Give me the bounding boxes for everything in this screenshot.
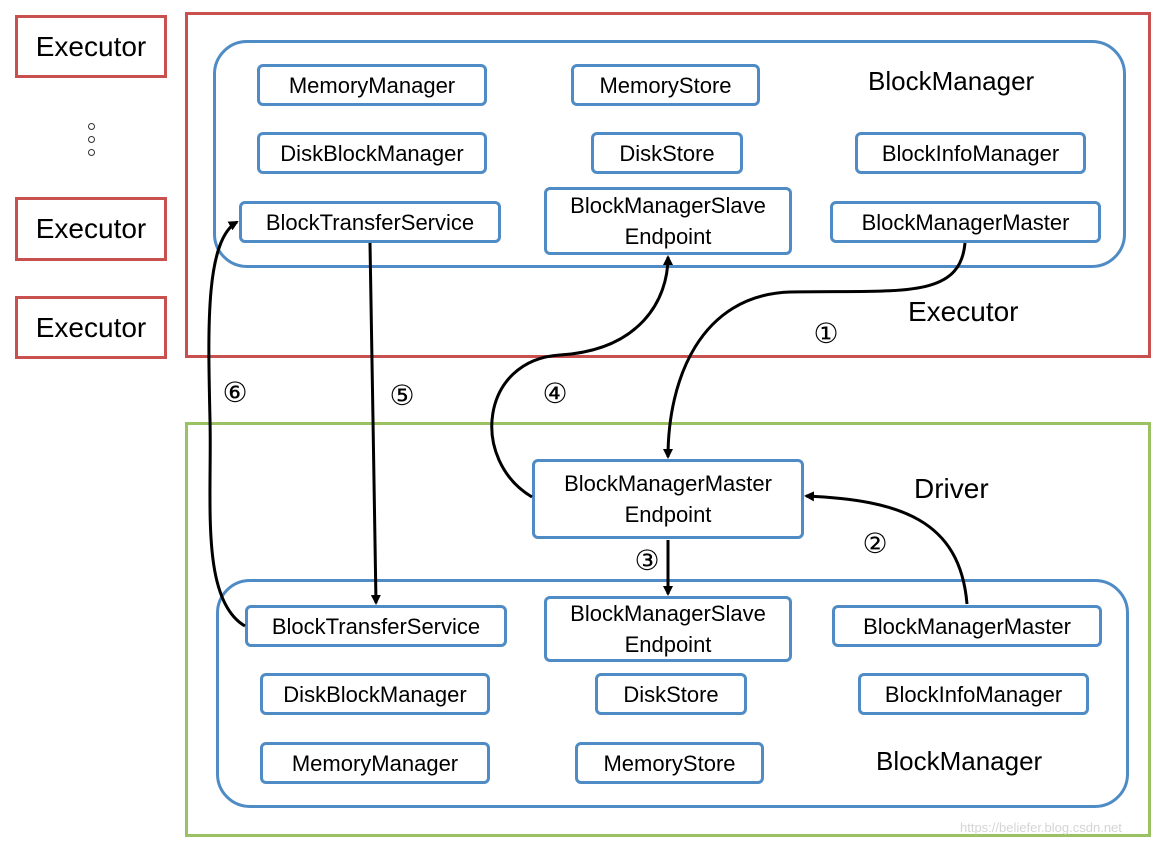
arrow-step-2 xyxy=(804,491,969,605)
arrow-step-4 xyxy=(490,255,673,499)
executor-title: Executor xyxy=(908,296,1019,327)
drv-memory-manager: MemoryManager xyxy=(260,742,490,784)
executor-box-3: Executor xyxy=(15,296,167,359)
drv-disk-block-manager: DiskBlockManager xyxy=(260,673,490,715)
step-label-6: ⑥ xyxy=(222,377,248,408)
exec-block-manager-master: BlockManagerMaster xyxy=(830,201,1101,243)
executor-box-1: Executor xyxy=(15,15,167,78)
driver-container xyxy=(185,422,1151,837)
executor-container xyxy=(185,12,1151,358)
step-label-4: ④ xyxy=(542,378,568,409)
arrow-step-5 xyxy=(368,242,381,605)
executor-label: Executor xyxy=(35,30,147,62)
drv-block-manager-master: BlockManagerMaster xyxy=(832,605,1102,647)
exec-disk-block-manager: DiskBlockManager xyxy=(257,132,487,174)
driver-block-manager-group xyxy=(216,579,1129,808)
arrow-step-1 xyxy=(663,242,967,459)
executor-block-manager-label: BlockManager xyxy=(868,66,1035,96)
executor-block-manager-group xyxy=(213,40,1126,268)
executor-label: Executor xyxy=(35,213,147,244)
step-label-2: ② xyxy=(862,528,888,559)
drv-disk-store: DiskStore xyxy=(595,673,747,715)
drv-block-transfer-service: BlockTransferService xyxy=(245,605,507,647)
ellipsis-dots xyxy=(88,120,98,165)
executor-label: Executor xyxy=(35,311,147,343)
step-label-1: ① xyxy=(813,318,839,349)
exec-block-info-manager: BlockInfoManager xyxy=(855,132,1086,174)
driver-block-manager-label: BlockManager xyxy=(876,746,1043,776)
watermark: https://beliefer.blog.csdn.net xyxy=(960,820,1122,835)
driver-title: Driver xyxy=(914,473,989,504)
exec-memory-store: MemoryStore xyxy=(571,64,760,106)
exec-disk-store: DiskStore xyxy=(591,132,743,174)
arrow-step-6 xyxy=(207,220,246,628)
drv-block-manager-slave-endpoint: BlockManagerSlave Endpoint xyxy=(544,596,792,662)
drv-block-info-manager: BlockInfoManager xyxy=(858,673,1089,715)
executor-box-2: Executor xyxy=(15,197,167,261)
exec-block-manager-slave-endpoint: BlockManagerSlave Endpoint xyxy=(544,187,792,255)
step-label-3: ③ xyxy=(634,545,660,576)
exec-memory-manager: MemoryManager xyxy=(257,64,487,106)
step-label-5: ⑤ xyxy=(389,380,415,411)
driver-block-manager-master-endpoint: BlockManagerMaster Endpoint xyxy=(532,459,804,539)
exec-block-transfer-service: BlockTransferService xyxy=(239,201,501,243)
drv-memory-store: MemoryStore xyxy=(575,742,764,784)
